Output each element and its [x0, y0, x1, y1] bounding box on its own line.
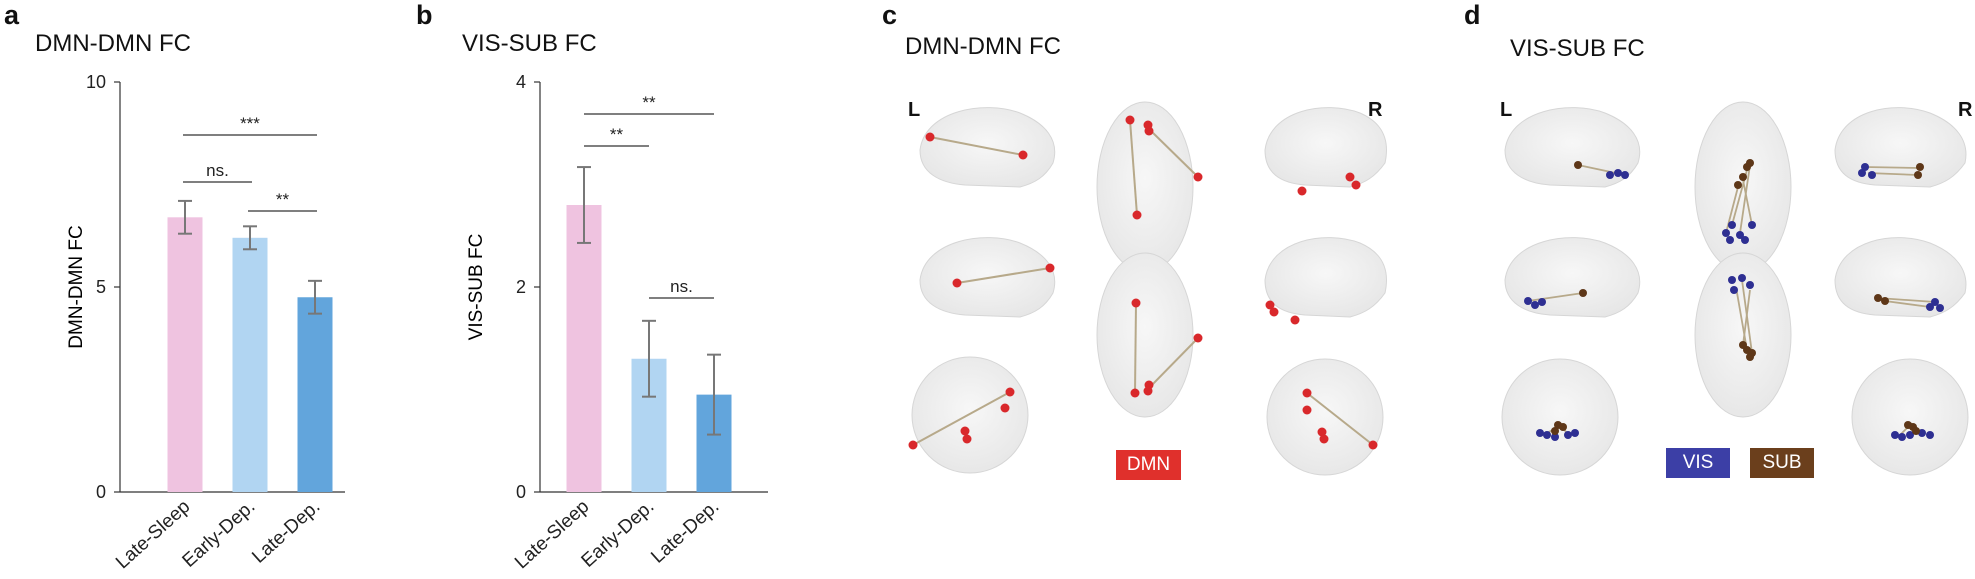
chart-b-yticks: 0 2 4	[516, 72, 540, 502]
chart-a-sig: ns.*****	[183, 114, 317, 212]
chart-b-sig-label-0: **	[610, 125, 624, 144]
chart-a-yticks: 0 5 10	[86, 72, 120, 502]
panel-d-letter: d	[1464, 0, 1481, 30]
chart-a-sig-label-0: ns.	[206, 161, 229, 180]
chart-b-errorbar-1	[642, 319, 656, 398]
chart-a-sig-label-1: **	[276, 190, 290, 209]
chart-b-sig: ** ** ns.	[584, 93, 714, 299]
chart-a-ytick-label: 5	[96, 277, 106, 297]
panel-b-letter: b	[416, 0, 433, 30]
chart-b-sig-label-1: **	[642, 93, 656, 112]
brain-anterior	[1266, 358, 1384, 476]
chart-b: 0 2 4 ** ** ns. Late-SleepEarly-Dep.Late-Dep…	[466, 72, 768, 573]
panel-a-title: DMN-DMN FC	[35, 30, 191, 57]
chart-a-bars	[167, 217, 333, 493]
chart-a-ytick-label: 10	[86, 72, 106, 92]
panel-a-letter: a	[4, 0, 20, 30]
brain-d-posterior	[1501, 358, 1619, 476]
chart-a-bar-2	[297, 297, 333, 492]
panel-c-letter: c	[882, 0, 898, 30]
chart-b-errorbar-0	[577, 166, 591, 244]
panel-c-right-label: R	[1368, 99, 1383, 121]
panel-b-title: VIS-SUB FC	[462, 30, 597, 57]
chart-b-sig-label-2: ns.	[670, 277, 693, 296]
sub-legend-tag: SUB	[1750, 448, 1814, 478]
chart-b-ytick-label: 4	[516, 72, 526, 92]
chart-a-bar-0	[167, 217, 203, 493]
chart-a-errors	[178, 199, 322, 315]
brain-ventral	[1096, 252, 1194, 418]
chart-b-xlabel-0: Late-Sleep	[511, 496, 593, 573]
brain-panel-d	[1501, 101, 1969, 476]
brain-d-medial-left	[1504, 237, 1641, 318]
brain-panel-c	[908, 101, 1388, 476]
chart-a-sig-label-2: ***	[240, 114, 260, 133]
chart-a-xlabel-0: Late-Sleep	[112, 496, 194, 573]
chart-a-ytick-label: 0	[96, 482, 106, 502]
panel-d-right-label: R	[1958, 99, 1973, 121]
brain-d-lateral-left	[1504, 107, 1641, 188]
chart-a-errorbar-1	[243, 225, 257, 251]
chart-b-bar-0	[566, 205, 602, 492]
chart-b-ytick-label: 2	[516, 277, 526, 297]
brain-lateral-right-top	[1264, 107, 1388, 188]
chart-a-ylabel: DMN-DMN FC	[66, 225, 87, 348]
vis-nodes	[1524, 163, 1944, 441]
panel-d-title: VIS-SUB FC	[1510, 35, 1645, 62]
sub-nodes	[1551, 159, 1924, 435]
brain-d-ventral	[1694, 252, 1792, 418]
brain-d-medial-right	[1834, 237, 1967, 318]
chart-a-errorbar-0	[178, 199, 192, 235]
panel-c-title: DMN-DMN FC	[905, 33, 1061, 60]
chart-a-xlabel-1: Early-Dep.	[179, 496, 260, 572]
brain-medial-right	[1264, 237, 1388, 318]
vis-legend-tag: VIS	[1666, 448, 1730, 478]
chart-b-errorbar-2	[707, 353, 721, 436]
chart-b-ylabel: VIS-SUB FC	[466, 234, 487, 341]
chart-a-errorbar-2	[308, 279, 322, 315]
chart-a-bar-1	[232, 237, 268, 492]
chart-b-errors	[577, 166, 721, 436]
dmn-legend-tag: DMN	[1116, 450, 1181, 480]
chart-b-xlabel-1: Early-Dep.	[578, 496, 659, 572]
chart-b-ytick-label: 0	[516, 482, 526, 502]
panel-d-left-label: L	[1500, 99, 1513, 121]
chart-b-xlabel-2: Late-Dep.	[647, 496, 723, 567]
brain-posterior	[911, 356, 1029, 474]
dmn-edges	[912, 119, 1374, 446]
chart-a-xlabel-2: Late-Dep.	[248, 496, 324, 567]
dmn-nodes	[908, 115, 1378, 450]
brain-d-anterior	[1851, 358, 1969, 476]
panel-c-left-label: L	[908, 99, 921, 121]
